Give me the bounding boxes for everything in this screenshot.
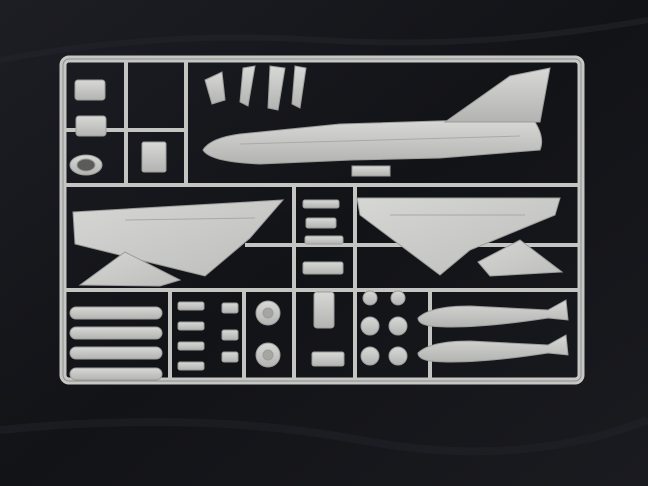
wheel (360, 346, 380, 366)
right-stabilizer (477, 239, 564, 277)
canopy-block (351, 165, 391, 177)
runners (64, 60, 580, 380)
wheels-large (255, 300, 281, 368)
intake (74, 79, 106, 101)
small-parts-column (302, 199, 345, 367)
wheel (362, 290, 378, 306)
landing-gear-strut (267, 65, 286, 111)
sprue (59, 55, 585, 385)
right-wing (356, 197, 561, 276)
drop-tank (417, 299, 569, 328)
fuselage-panel-line (239, 135, 521, 145)
sprue-frame-shade (62, 58, 582, 382)
landing-gear-strut (204, 71, 226, 105)
cloth-fold (0, 416, 648, 456)
landing-gear-strut (239, 65, 256, 107)
missile (69, 306, 163, 320)
wheel (390, 290, 406, 306)
wheels-small (360, 290, 408, 366)
wing-panel-line (124, 217, 256, 221)
drop-tank (417, 334, 569, 363)
missile (69, 346, 163, 360)
wheel (388, 316, 408, 336)
small-part (75, 115, 107, 137)
left-wing (72, 199, 285, 277)
left-stabilizer (78, 251, 182, 287)
landing-gear-strut (291, 65, 307, 109)
tail-fin (443, 67, 551, 123)
fuselage (202, 119, 543, 165)
missile (69, 326, 163, 340)
wheel (360, 316, 380, 336)
wheel (388, 346, 408, 366)
seat (141, 141, 167, 173)
cloth-fold (0, 17, 648, 63)
missiles (69, 306, 163, 381)
intake-opening (76, 158, 96, 172)
small-parts-group (177, 301, 239, 371)
missile (69, 367, 163, 381)
